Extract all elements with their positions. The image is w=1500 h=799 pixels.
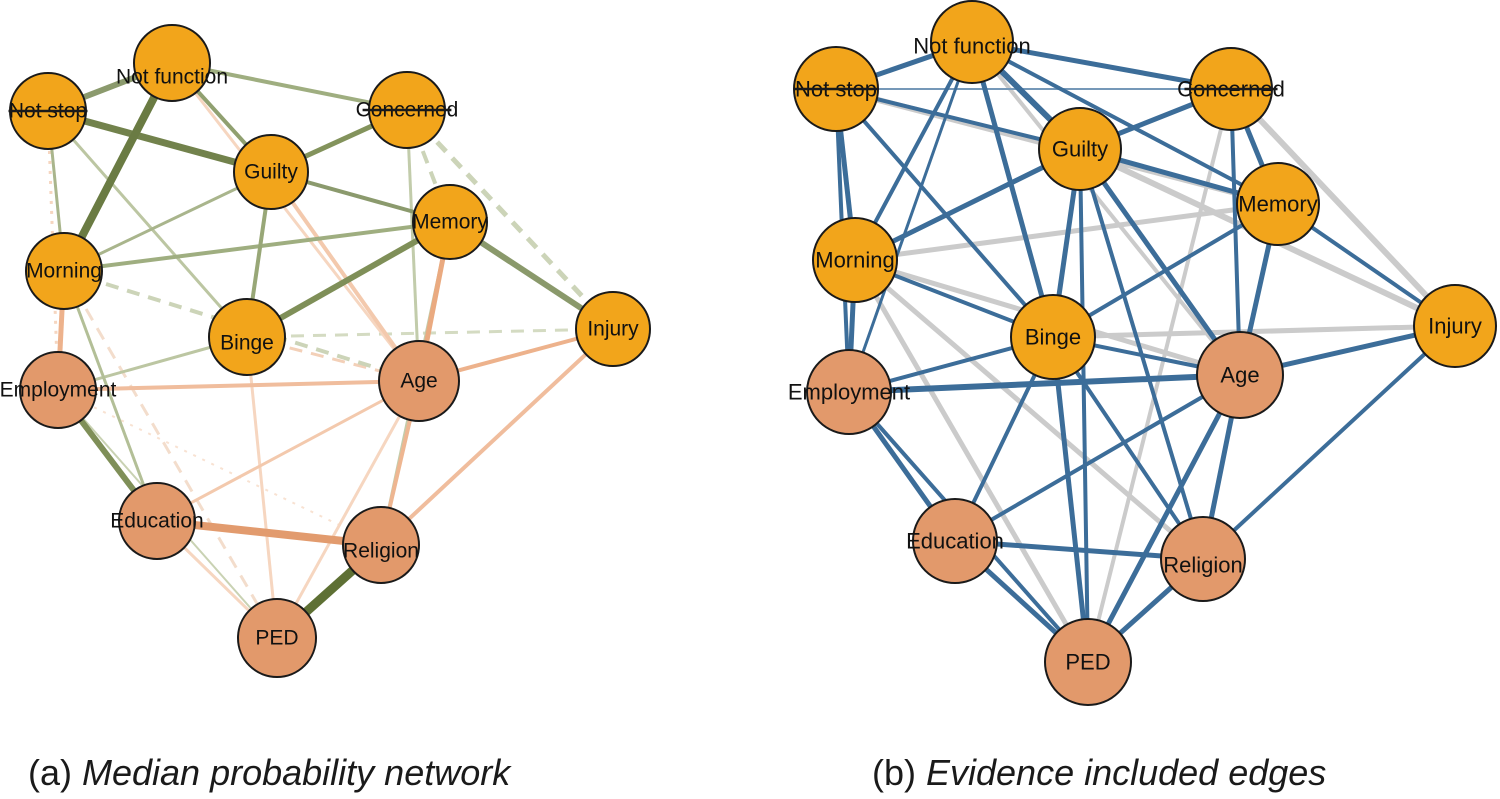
edge-age-ped bbox=[275, 380, 421, 639]
node-label-age: Age bbox=[400, 370, 437, 393]
edge-binge-ped bbox=[1050, 336, 1091, 663]
edge-notstop-binge bbox=[834, 87, 1055, 339]
node-employment bbox=[19, 351, 97, 429]
node-age bbox=[378, 340, 460, 422]
node-label-education: Education bbox=[110, 510, 203, 533]
node-injury bbox=[575, 291, 651, 367]
edge-memory-binge bbox=[1051, 202, 1280, 339]
edge-concerned-injury bbox=[1228, 86, 1458, 329]
edge-notfunction-memory bbox=[971, 40, 1279, 206]
edge-religion-injury bbox=[1201, 324, 1457, 561]
caption-a-text: Median probability network bbox=[82, 752, 511, 793]
node-label-employment: Employment bbox=[0, 379, 117, 402]
edge-injury-religion bbox=[379, 327, 615, 547]
edge-employment-age bbox=[57, 379, 420, 392]
edge-morning-memory bbox=[63, 220, 451, 273]
node-label-ped: PED bbox=[1065, 650, 1110, 675]
caption-b-index: (b) bbox=[872, 752, 926, 793]
edge-notfunction-employment bbox=[847, 41, 974, 393]
edge-concerned-injury bbox=[405, 108, 615, 331]
edge-notfunction-age bbox=[970, 40, 1242, 377]
edge-morning-religion bbox=[853, 258, 1205, 561]
edge-notstop-employment bbox=[46, 110, 60, 391]
edge-guilty-age bbox=[1077, 147, 1243, 377]
node-ped bbox=[237, 598, 317, 678]
node-label-notfunction: Not function bbox=[913, 34, 1030, 59]
edge-binge-injury bbox=[1052, 323, 1456, 340]
edge-notstop-binge bbox=[46, 110, 249, 338]
edge-morning-ped bbox=[852, 258, 1091, 664]
node-label-injury: Injury bbox=[587, 318, 639, 341]
edge-employment-religion bbox=[57, 389, 382, 546]
node-label-binge: Binge bbox=[220, 332, 274, 355]
node-binge bbox=[208, 298, 286, 376]
node-morning bbox=[812, 217, 898, 303]
node-morning bbox=[25, 232, 103, 310]
edge-morning-education bbox=[62, 270, 159, 522]
node-education bbox=[118, 482, 196, 560]
edge-binge-ped bbox=[245, 336, 279, 639]
node-religion bbox=[342, 506, 420, 584]
edge-guilty-age bbox=[269, 170, 421, 383]
edge-notfunction-concerned bbox=[171, 61, 408, 112]
node-ped bbox=[1044, 618, 1132, 706]
edge-notfunction-morning bbox=[60, 61, 176, 273]
node-label-binge: Binge bbox=[1025, 325, 1081, 350]
edge-notfunction-binge bbox=[969, 41, 1056, 338]
node-label-morning: Morning bbox=[26, 260, 102, 283]
edge-age-ped bbox=[1085, 373, 1243, 664]
edge-morning-ped bbox=[62, 270, 279, 639]
node-label-guilty: Guilty bbox=[1052, 137, 1108, 162]
edge-concerned-age bbox=[1229, 88, 1242, 376]
node-label-religion: Religion bbox=[343, 540, 419, 563]
node-memory bbox=[412, 184, 488, 260]
node-label-ped: PED bbox=[255, 627, 298, 650]
node-age bbox=[1196, 331, 1284, 419]
caption-b-text: Evidence included edges bbox=[926, 752, 1327, 793]
node-label-religion: Religion bbox=[1163, 553, 1243, 578]
node-label-memory: Memory bbox=[412, 211, 488, 234]
edge-age-education bbox=[156, 379, 420, 523]
edge-guilty-ped bbox=[1078, 148, 1090, 663]
caption-panel-a: (a) Median probability network bbox=[28, 752, 510, 794]
edge-notfunction-concerned bbox=[971, 39, 1232, 92]
node-employment bbox=[806, 349, 892, 435]
node-label-injury: Injury bbox=[1428, 314, 1482, 339]
node-label-education: Education bbox=[906, 529, 1004, 554]
caption-a-index: (a) bbox=[28, 752, 82, 793]
node-guilty bbox=[233, 134, 309, 210]
node-binge bbox=[1010, 294, 1096, 380]
node-label-morning: Morning bbox=[815, 248, 894, 273]
node-religion bbox=[1160, 516, 1246, 602]
node-label-notfunction: Not function bbox=[116, 66, 228, 89]
node-label-employment: Employment bbox=[788, 380, 910, 405]
node-notfunction bbox=[133, 24, 211, 102]
caption-panel-b: (b) Evidence included edges bbox=[872, 752, 1326, 794]
node-education bbox=[912, 498, 998, 584]
node-label-age: Age bbox=[1220, 363, 1259, 388]
node-label-memory: Memory bbox=[1238, 192, 1317, 217]
node-guilty bbox=[1038, 107, 1122, 191]
edge-binge-religion bbox=[1051, 335, 1205, 561]
node-injury bbox=[1413, 284, 1497, 368]
edge-education-age bbox=[953, 373, 1242, 543]
node-label-guilty: Guilty bbox=[244, 161, 298, 184]
edge-employment-age bbox=[848, 372, 1241, 395]
node-notfunction bbox=[930, 0, 1014, 84]
edge-notfunction-age bbox=[170, 62, 421, 382]
node-memory bbox=[1236, 162, 1320, 246]
